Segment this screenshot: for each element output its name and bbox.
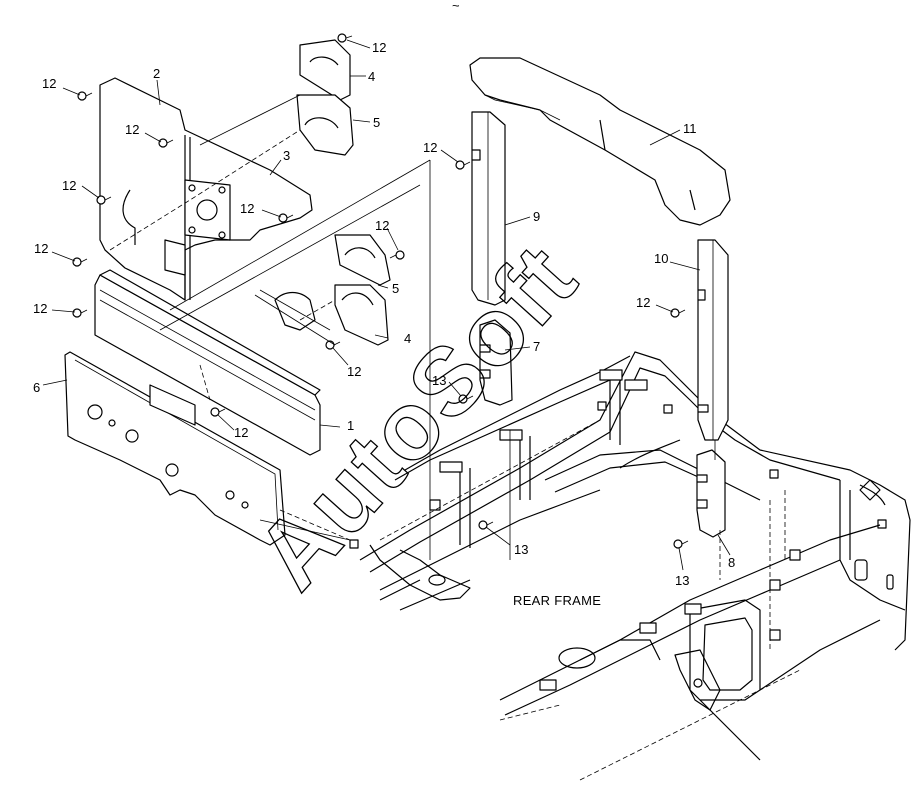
callout-labels: 12 2 12 4 12 5 3 12 12 12 12 5 12 4 12 6… <box>33 40 735 588</box>
callout-4: 4 <box>368 69 375 84</box>
bolt-icon <box>325 340 341 350</box>
callout-10: 10 <box>654 251 668 266</box>
callout-5: 5 <box>373 115 380 130</box>
callout-4: 4 <box>404 331 411 346</box>
part-10-post <box>697 239 729 441</box>
part-5-upper-bearing-base <box>296 94 354 156</box>
callout-12: 12 <box>347 364 361 379</box>
bolt-icon <box>77 91 93 101</box>
bolt-icon <box>210 407 226 417</box>
part-1-channel <box>94 269 321 456</box>
bolt-icon <box>158 138 174 148</box>
rear-frame <box>349 351 911 781</box>
callout-12: 12 <box>636 295 650 310</box>
bolt-icon <box>72 257 88 267</box>
callout-13: 13 <box>514 542 528 557</box>
callout-12: 12 <box>125 122 139 137</box>
bolt-icon <box>670 308 686 318</box>
callout-12: 12 <box>33 301 47 316</box>
callout-7: 7 <box>533 339 540 354</box>
callout-9: 9 <box>533 209 540 224</box>
callout-12: 12 <box>234 425 248 440</box>
part-6-front-panel <box>64 351 286 546</box>
bolts <box>72 33 689 549</box>
part-8-bracket <box>696 449 726 538</box>
part-3-rear-plate <box>259 289 331 331</box>
bolt-icon <box>389 250 405 260</box>
callout-13: 13 <box>675 573 689 588</box>
bolt-icon <box>337 33 353 43</box>
rear-frame-caption: REAR FRAME <box>513 593 601 608</box>
callout-11: 11 <box>683 121 697 136</box>
callout-12: 12 <box>34 241 48 256</box>
callout-6: 6 <box>33 380 40 395</box>
callout-2: 2 <box>153 66 160 81</box>
assembly-guide-lines <box>109 94 721 580</box>
part-4-upper-bearing-cap <box>299 39 351 101</box>
part-2-side-panel <box>99 77 313 301</box>
top-mark: ~ <box>452 0 460 13</box>
callout-13: 13 <box>432 373 446 388</box>
leader-lines <box>42 39 731 571</box>
part-4-middle-bearing-base <box>334 284 389 346</box>
bolt-icon <box>72 308 88 318</box>
bolt-icon <box>673 539 689 549</box>
part-7-bracket <box>479 319 513 406</box>
part-5-middle-bearing-cap <box>334 234 391 286</box>
callout-12: 12 <box>42 76 56 91</box>
bolt-icon <box>458 394 474 404</box>
callout-3: 3 <box>283 148 290 163</box>
bolt-icon <box>278 213 294 223</box>
callout-12: 12 <box>375 218 389 233</box>
bolt-icon <box>478 520 494 530</box>
callout-12: 12 <box>423 140 437 155</box>
callout-8: 8 <box>728 555 735 570</box>
callout-12: 12 <box>372 40 386 55</box>
callout-5: 5 <box>392 281 399 296</box>
bolt-icon <box>455 160 471 170</box>
part-9-post <box>471 111 506 306</box>
callout-1: 1 <box>347 418 354 433</box>
part-11-top-cover <box>469 57 731 226</box>
callout-12: 12 <box>62 178 76 193</box>
callout-12: 12 <box>240 201 254 216</box>
